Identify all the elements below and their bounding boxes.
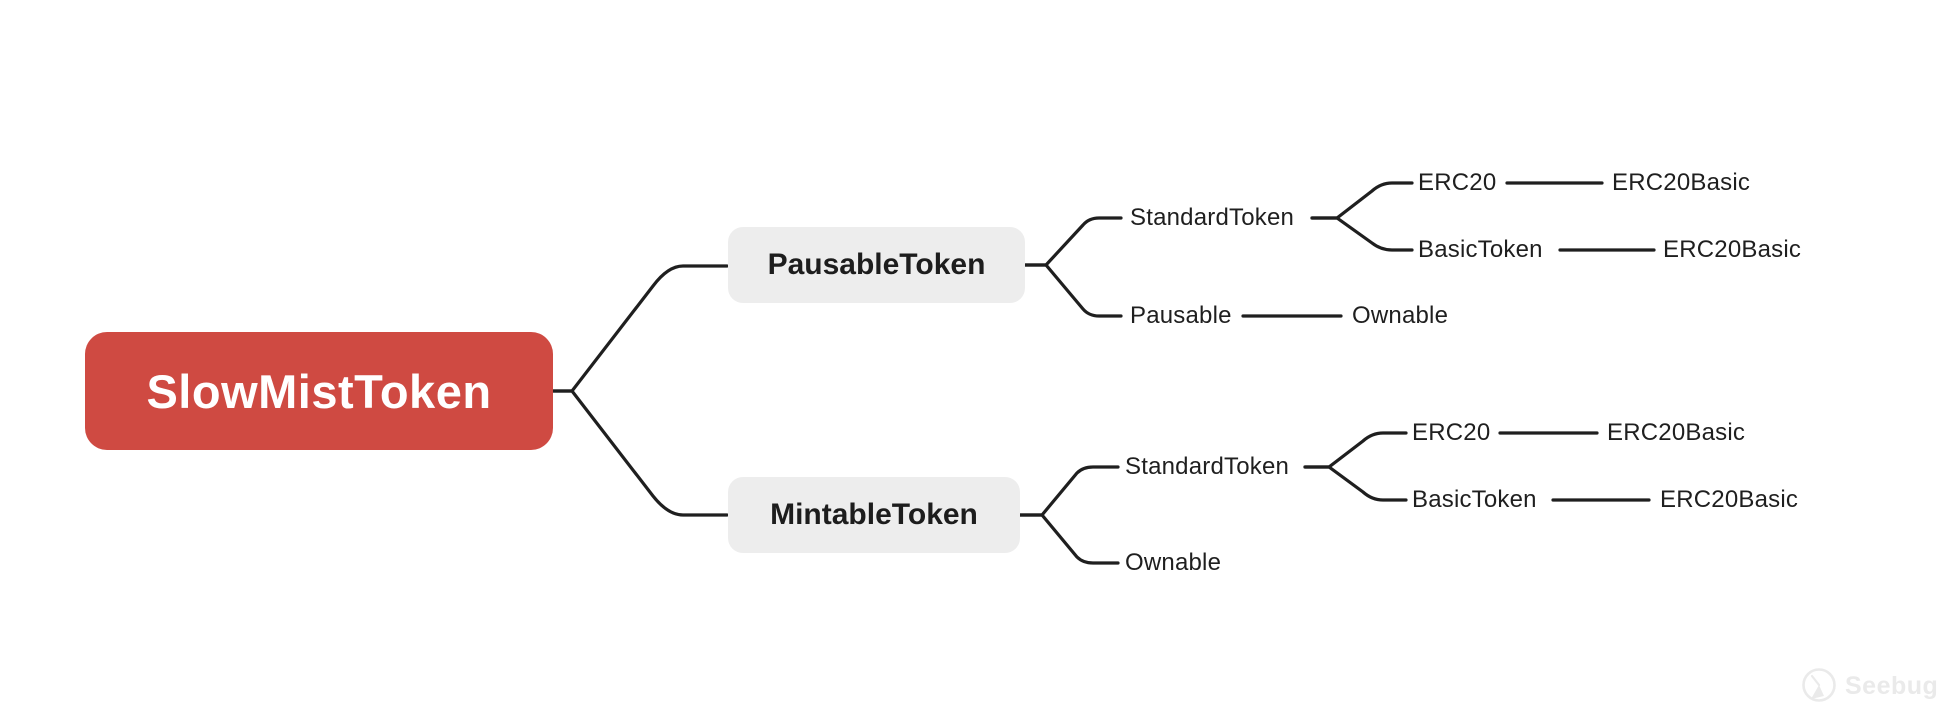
- seebug-watermark-text: Seebug: [1845, 671, 1939, 700]
- node-mintabletoken: MintableToken: [728, 477, 1020, 553]
- link-pausabletoken-standardtoken: [1023, 216, 1123, 267]
- link-standardtoken-basictoken-bottom: [1303, 465, 1408, 502]
- seebug-watermark: Seebug: [1800, 666, 1938, 706]
- node-pausabletoken: PausableToken: [728, 227, 1025, 303]
- node-erc20basic-top-1: ERC20Basic: [1612, 169, 1751, 196]
- node-standardtoken-top: StandardToken: [1130, 204, 1295, 231]
- node-basictoken-top: BasicToken: [1418, 236, 1543, 263]
- node-standardtoken-bottom: StandardToken: [1125, 453, 1290, 480]
- link-mintabletoken-ownable: [1018, 513, 1120, 565]
- link-root-pausabletoken: [551, 264, 729, 393]
- link-standardtoken-basictoken-top: [1310, 216, 1414, 252]
- link-root-mintabletoken: [551, 389, 729, 517]
- link-mintabletoken-standardtoken: [1018, 465, 1120, 517]
- node-erc20-bottom: ERC20: [1412, 419, 1491, 446]
- link-pausabletoken-pausable: [1023, 263, 1123, 318]
- node-basictoken-bottom: BasicToken: [1412, 486, 1537, 513]
- link-standardtoken-erc20-top: [1310, 181, 1414, 220]
- node-pausable: Pausable: [1130, 302, 1232, 329]
- node-ownable-bottom: Ownable: [1125, 549, 1222, 576]
- node-ownable-top: Ownable: [1352, 302, 1449, 329]
- node-slowmisttoken: SlowMistToken: [85, 332, 553, 450]
- node-erc20basic-bottom-2: ERC20Basic: [1660, 486, 1799, 513]
- seebug-logo-icon: [1800, 666, 1838, 706]
- node-erc20basic-bottom-1: ERC20Basic: [1607, 419, 1746, 446]
- link-standardtoken-erc20-bottom: [1303, 431, 1408, 469]
- node-erc20basic-top-2: ERC20Basic: [1663, 236, 1802, 263]
- node-erc20-top: ERC20: [1418, 169, 1497, 196]
